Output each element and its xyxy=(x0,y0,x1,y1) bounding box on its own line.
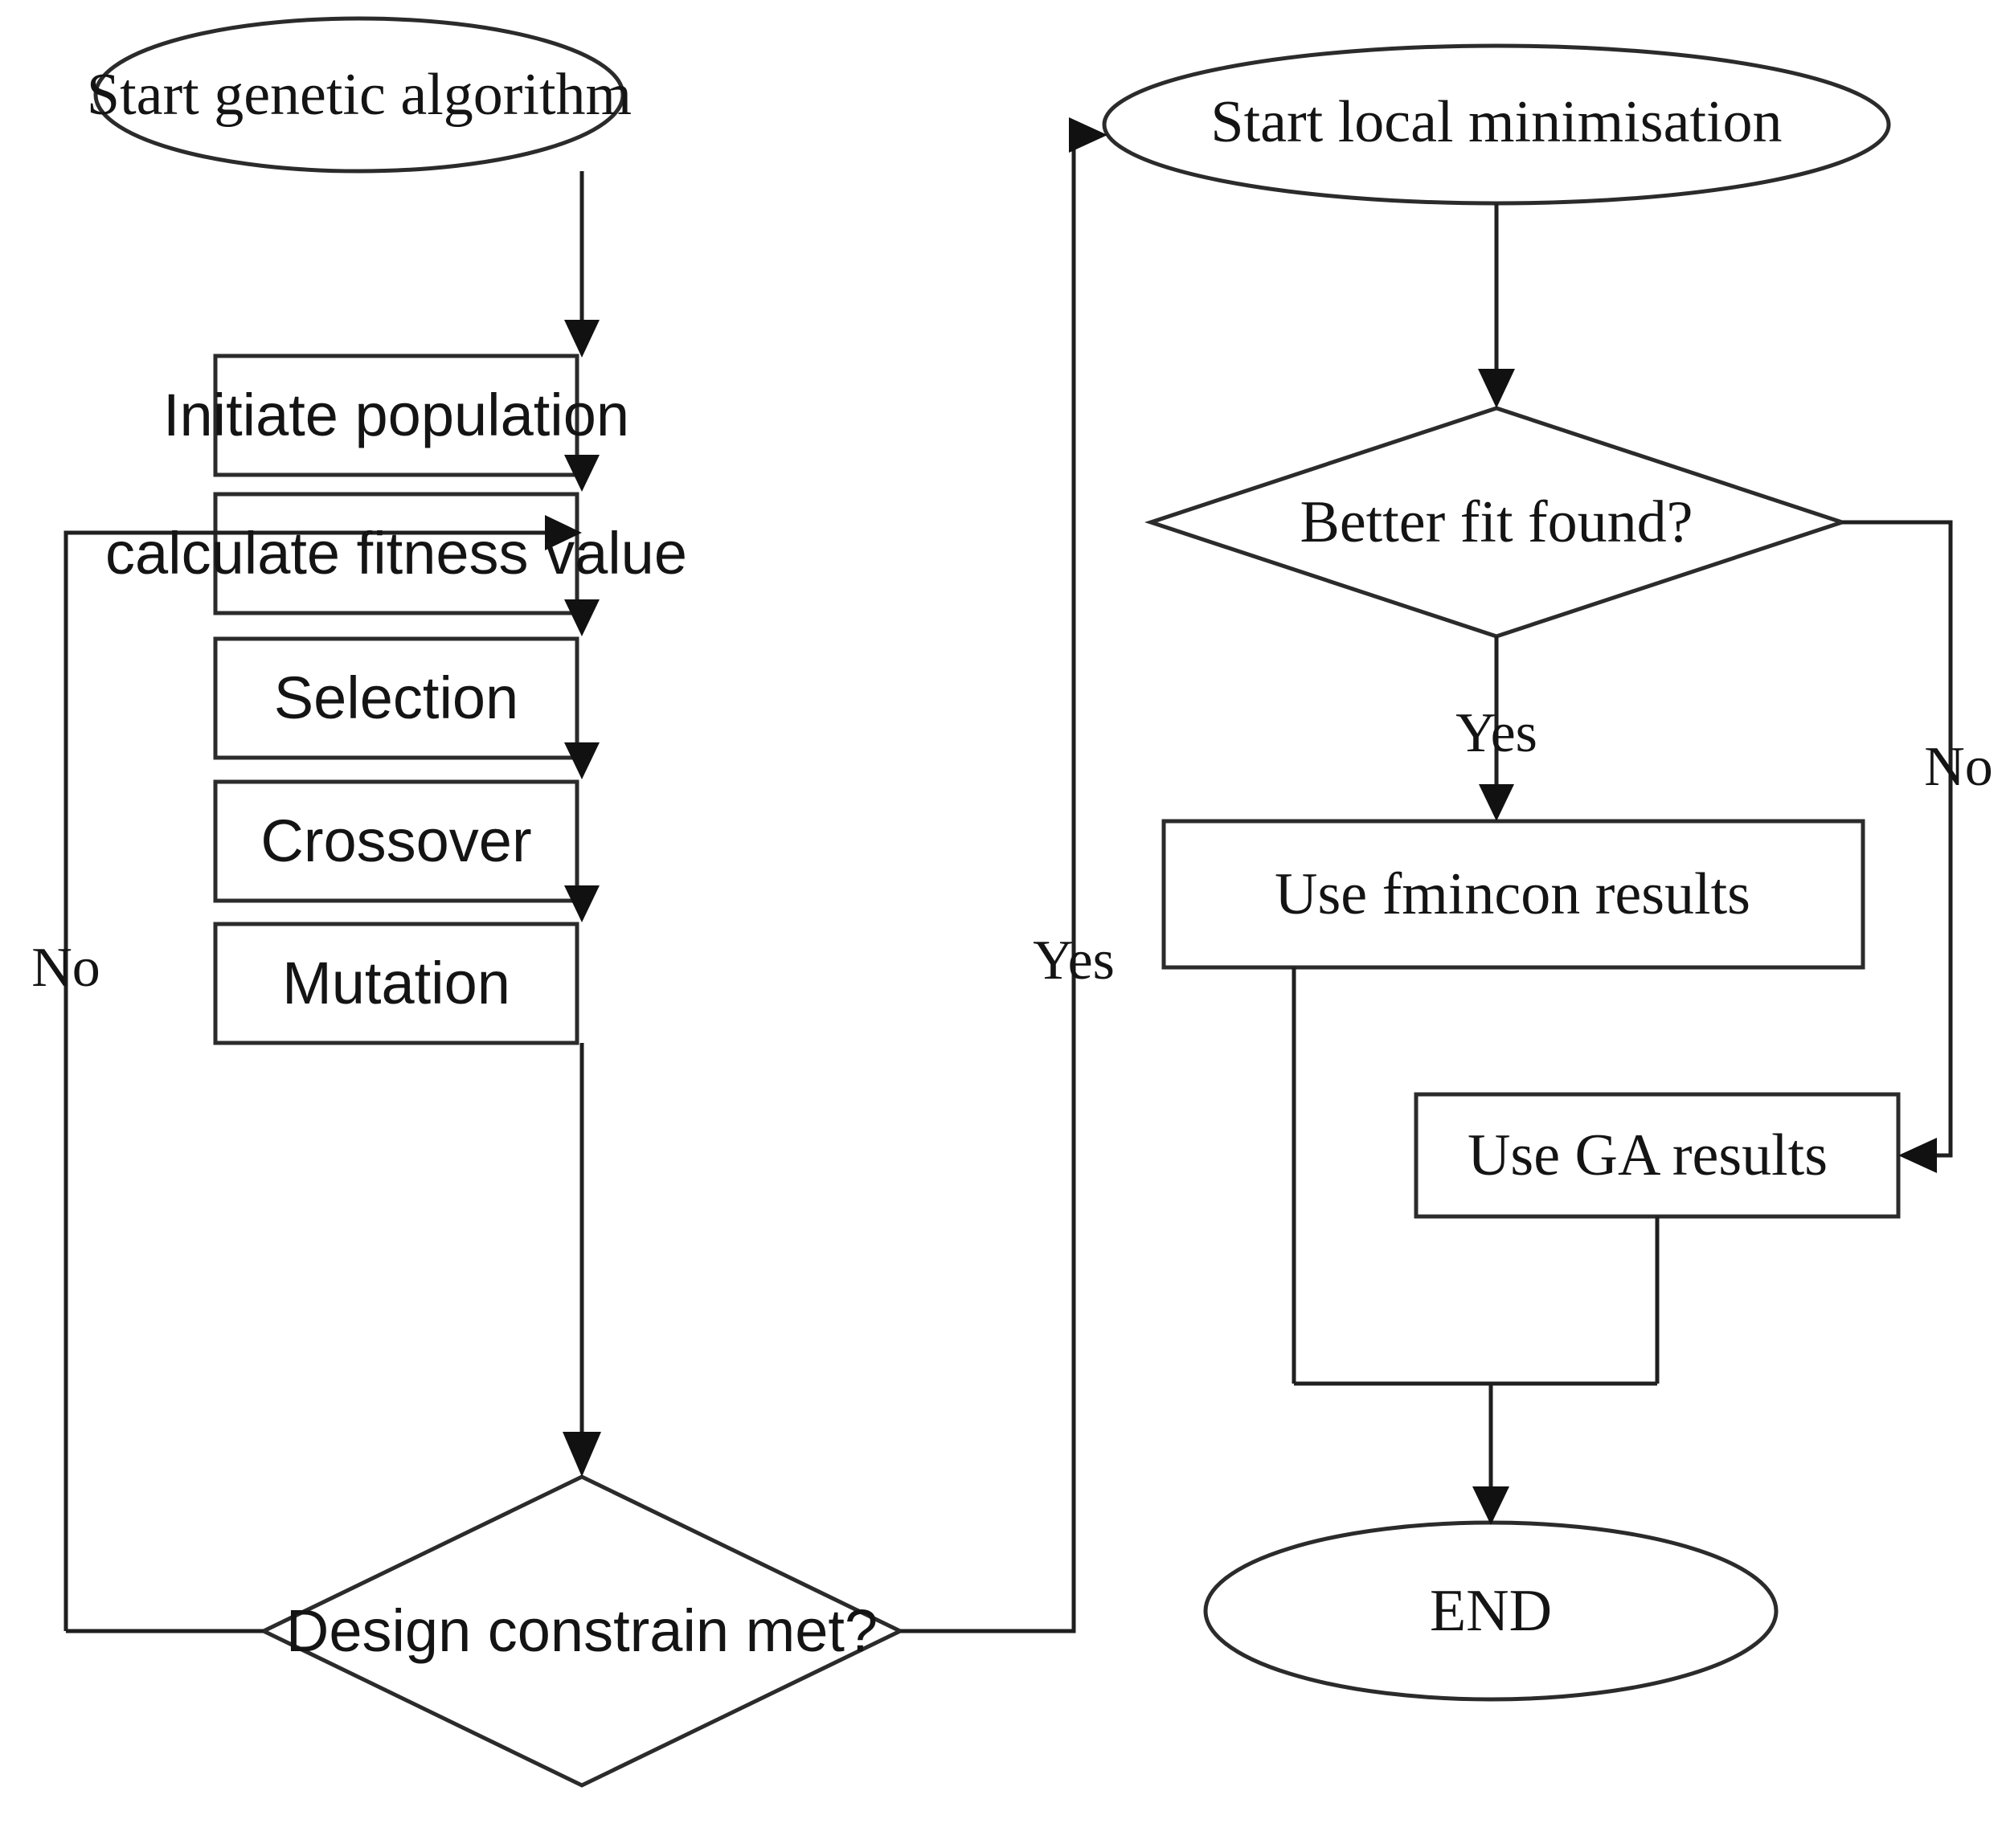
arrowhead-initiate xyxy=(564,320,600,358)
edge-constraint-yes-to-local-min xyxy=(900,135,1076,1633)
label-edge-better-fit-yes: Yes xyxy=(1455,702,1537,764)
edge-constraint-no-loop xyxy=(63,530,555,1631)
shape-use-fmincon-results xyxy=(1161,819,1865,970)
arrowhead-no-loop-join xyxy=(545,515,582,550)
arrowhead-use-ga xyxy=(1898,1138,1937,1173)
edge-betterfit-no xyxy=(1842,520,1953,1158)
shape-crossover xyxy=(213,779,579,903)
arrowhead-end xyxy=(1472,1486,1509,1525)
arrowhead-selection xyxy=(564,599,600,636)
arrowhead-constraint xyxy=(563,1432,601,1477)
label-end: END xyxy=(1429,1578,1553,1644)
shape-design-constrain-met xyxy=(259,1474,905,1788)
arrowhead-calc-fitness xyxy=(564,455,600,492)
shape-mutation xyxy=(213,922,579,1045)
label-selection: Selection xyxy=(273,664,519,731)
label-start-local-minimisation: Start local minimisation xyxy=(1210,89,1783,155)
shape-calculate-fitness-value xyxy=(213,492,579,615)
label-crossover: Crossover xyxy=(260,807,532,874)
shape-start-genetic-algorithm xyxy=(93,16,625,174)
label-edge-better-fit-no: No xyxy=(1924,736,1993,798)
shape-initiate-population xyxy=(213,354,579,477)
arrowhead-use-fmincon xyxy=(1479,784,1514,821)
label-use-fmincon-results: Use fmincon results xyxy=(1275,861,1750,927)
arrowhead-betterfit xyxy=(1478,369,1515,408)
label-mutation: Mutation xyxy=(282,950,510,1016)
label-design-constrain-met: Design constrain met? xyxy=(285,1597,878,1664)
label-edge-constraint-no: No xyxy=(31,937,100,999)
label-start-genetic-algorithm: Start genetic algorithm xyxy=(86,62,633,128)
arrowhead-local-min xyxy=(1069,117,1107,153)
arrowhead-mutation xyxy=(564,885,600,922)
label-calculate-fitness-value: calculate fitness value xyxy=(105,520,687,587)
label-initiate-population: Initiate population xyxy=(162,382,630,448)
label-better-fit-found: Better fit found? xyxy=(1300,489,1693,555)
shape-selection xyxy=(213,636,579,760)
label-use-ga-results: Use GA results xyxy=(1467,1122,1828,1188)
arrowhead-crossover xyxy=(564,742,600,779)
label-edge-constraint-yes: Yes xyxy=(1033,930,1115,991)
